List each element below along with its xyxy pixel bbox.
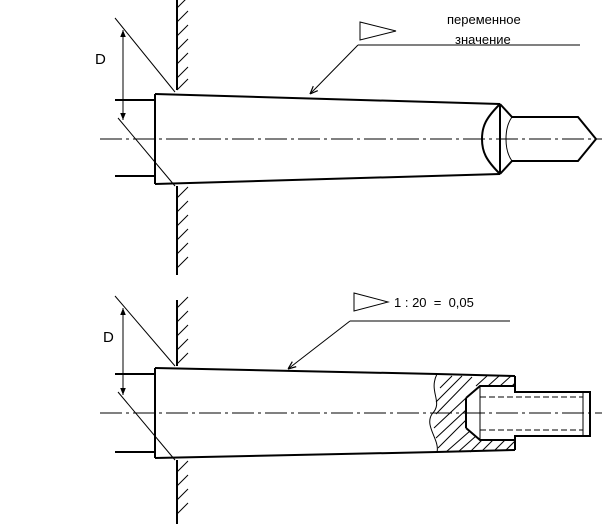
taper-symbol-icon	[353, 292, 390, 312]
top-taper-callout: переменное значение	[310, 12, 580, 94]
bottom-diameter-dimension: D	[103, 295, 176, 461]
bottom-wall	[176, 296, 189, 524]
bottom-taper-callout: 1 : 20 = 0,05	[288, 292, 510, 369]
bottom-taper-ratio: 1 : 20 = 0,05	[394, 295, 474, 310]
bottom-diameter-label: D	[103, 329, 114, 346]
top-wall-hatching	[176, 0, 189, 269]
top-diameter-label: D	[95, 51, 106, 68]
top-view: D переменное значение	[95, 0, 602, 275]
top-taper-note-line2: значение	[455, 32, 511, 47]
top-diameter-dimension: D	[95, 17, 176, 187]
top-wall	[176, 0, 189, 275]
taper-symbol-icon	[359, 21, 397, 41]
bottom-view: D 1 : 20 = 0,05	[100, 292, 602, 524]
top-taper-note-line1: переменное	[447, 12, 521, 27]
bottom-wall-hatching	[176, 296, 189, 515]
